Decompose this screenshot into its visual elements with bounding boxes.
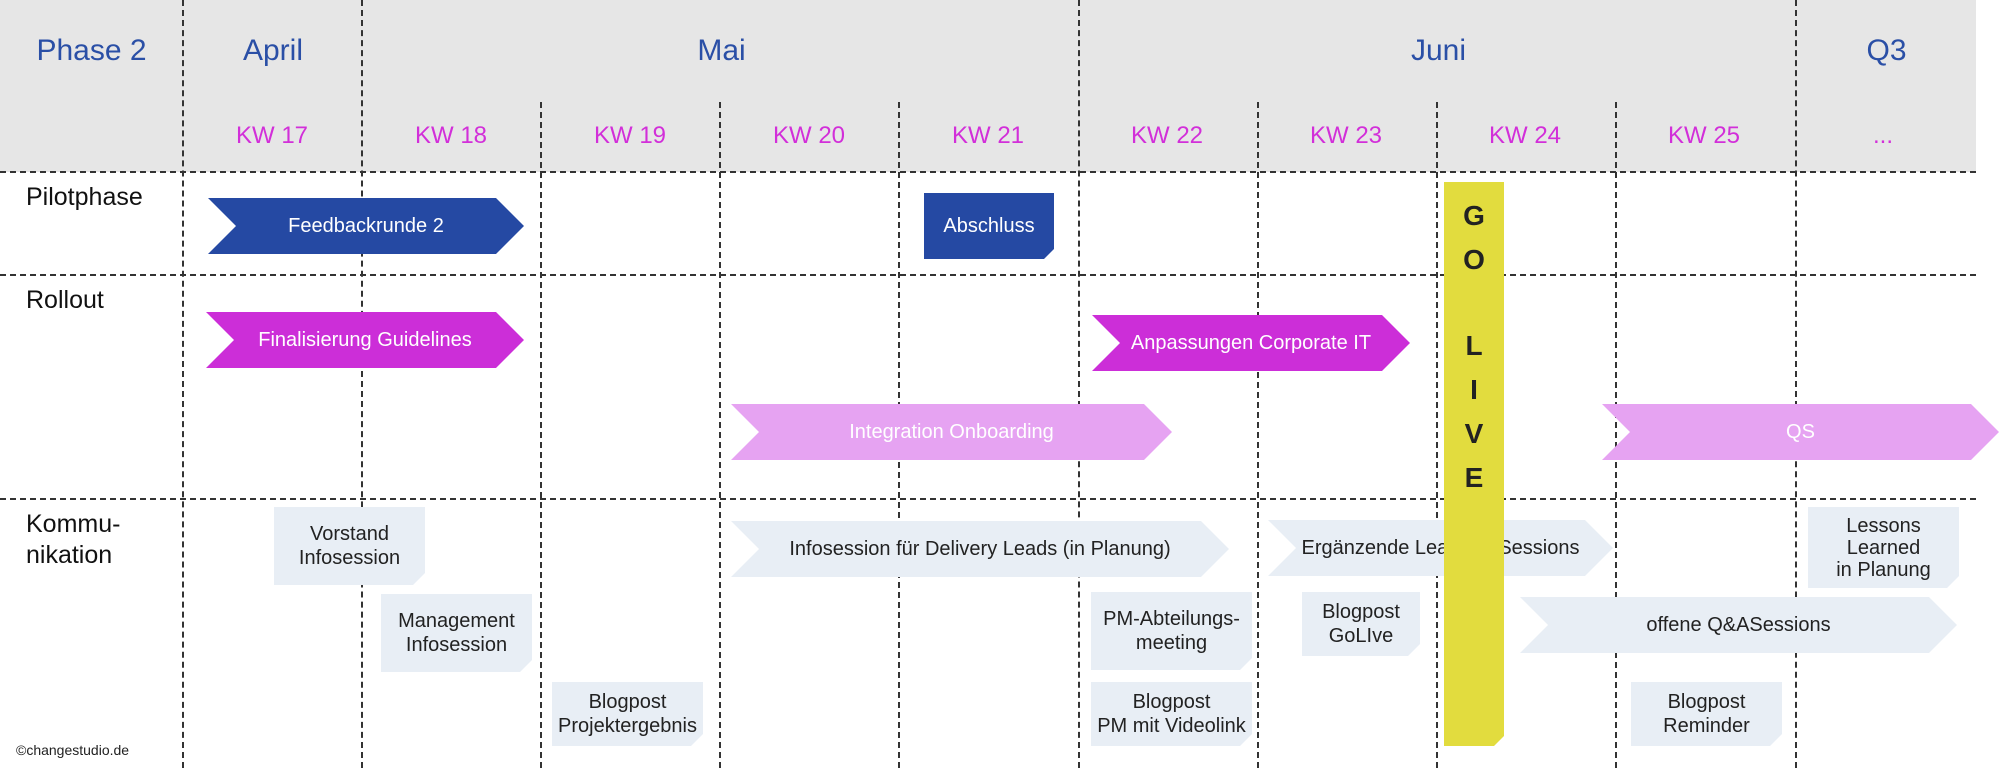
finalisierung-guidelines-bar: Finalisierung Guidelines	[206, 312, 524, 368]
note-line: Vorstand	[310, 523, 389, 545]
phase-title: Phase 2	[36, 34, 147, 67]
month-juni: Juni	[1410, 34, 1467, 67]
note-line: in Planung	[1836, 558, 1931, 581]
week-kw17: KW 17	[235, 122, 309, 149]
week-kw24: KW 24	[1488, 122, 1562, 149]
qs-bar: QS	[1602, 404, 1999, 460]
integration-onboarding-bar: Integration Onboarding	[731, 404, 1172, 460]
note-line: Management	[398, 610, 515, 632]
copyright: ©changestudio.de	[16, 742, 130, 758]
week-kw25: KW 25	[1667, 122, 1741, 149]
grid-vline	[719, 102, 721, 768]
grid-vline	[1436, 102, 1438, 768]
golive-letter: O	[1463, 244, 1485, 275]
grid-vline	[540, 102, 542, 768]
grid-vline	[361, 0, 363, 768]
golive-letter: I	[1470, 374, 1478, 405]
golive-letter: E	[1464, 462, 1484, 493]
grid-vline	[1078, 0, 1080, 768]
grid-vline	[1615, 102, 1617, 768]
delivery-leads-infosession-bar: Infosession für Delivery Leads (in Planu…	[731, 521, 1229, 577]
row-label-kommunikation: Kommu- nikation	[26, 509, 120, 571]
note-line: PM mit Videolink	[1097, 715, 1246, 737]
week-kw22: KW 22	[1130, 122, 1204, 149]
week-kw23: KW 23	[1309, 122, 1383, 149]
row-label-rollout: Rollout	[26, 286, 104, 314]
week-kw21: KW 21	[951, 122, 1025, 149]
golive-letter: L	[1465, 330, 1483, 361]
note-line: Blogpost	[1667, 691, 1746, 713]
anpassungen-corporate-it-bar: Anpassungen Corporate IT	[1092, 315, 1410, 371]
note-line: Blogpost	[1322, 601, 1400, 623]
note-line: Learned	[1846, 536, 1921, 559]
grid-vline	[1257, 102, 1259, 768]
grid-hline	[0, 274, 1976, 276]
golive-bar: G O L I V E	[1444, 182, 1504, 746]
month-q3: Q3	[1866, 34, 1907, 67]
row-label-pilot: Pilotphase	[26, 183, 143, 211]
week-kw19: KW 19	[593, 122, 667, 149]
note-line: Infosession	[298, 547, 401, 569]
golive-letter: G	[1463, 200, 1485, 231]
grid-vline	[182, 0, 184, 768]
grid-vline	[1795, 0, 1797, 768]
note-line: Blogpost	[1132, 691, 1211, 713]
qa-sessions-bar: offene Q&ASessions	[1520, 597, 1957, 653]
week-kw18: KW 18	[414, 122, 488, 149]
note-line: PM-Abteilungs-	[1103, 608, 1240, 630]
week-ellipsis: ...	[1872, 122, 1893, 149]
note-line: Infosession	[405, 634, 508, 656]
month-mai: Mai	[697, 34, 746, 67]
note-line: Lessons	[1846, 514, 1921, 537]
note-line: GoLIve	[1328, 625, 1394, 647]
row-label-line: Kommu-	[26, 510, 121, 538]
timeline-header	[0, 0, 1976, 172]
note-line: Reminder	[1663, 715, 1750, 737]
note-line: meeting	[1135, 632, 1208, 654]
week-kw20: KW 20	[772, 122, 846, 149]
month-april: April	[242, 34, 303, 67]
note-line: Blogpost	[588, 691, 667, 713]
pm-abteilungsmeeting-note: PM-Abteilungs-meeting	[1091, 592, 1252, 670]
row-label-line: nikation	[26, 541, 113, 569]
note-line: Projektergebnis	[558, 715, 697, 737]
golive-letter: V	[1464, 418, 1484, 449]
feedbackrunde-bar: Feedbackrunde 2	[208, 198, 524, 254]
grid-hline	[0, 171, 1976, 173]
learning-sessions-bar: Ergänzende Learning Sessions	[1268, 520, 1613, 576]
abschluss-box: Abschluss	[924, 193, 1054, 259]
grid-hline	[0, 498, 1976, 500]
